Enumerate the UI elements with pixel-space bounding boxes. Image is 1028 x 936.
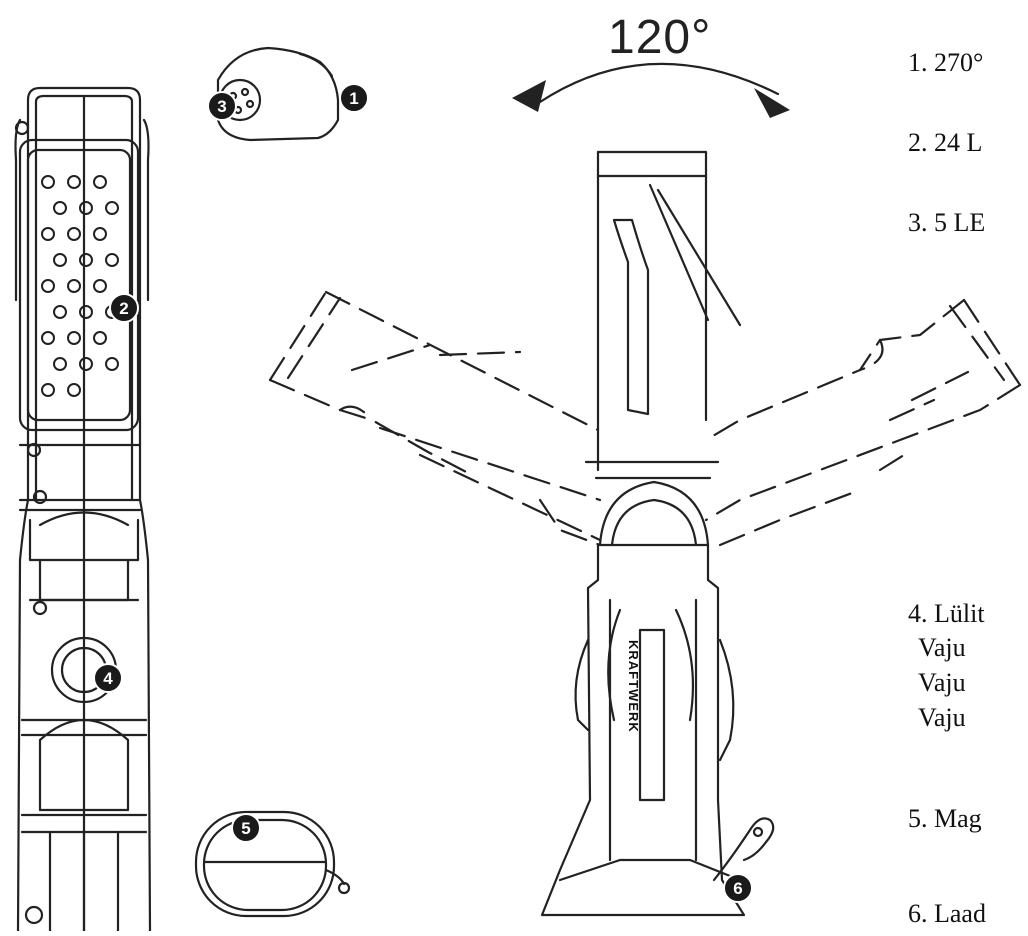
led-dot	[67, 175, 81, 189]
legend-item-5: 5. Mag	[908, 804, 982, 833]
led-dot	[105, 253, 119, 267]
legend-item-3: 3. 5 LE	[908, 208, 986, 237]
svg-text:4: 4	[103, 669, 113, 688]
magnet-detail	[194, 810, 351, 918]
led-dot	[79, 201, 93, 215]
led-dot	[67, 331, 81, 345]
brand-text: KRAFTWERK	[626, 640, 641, 733]
led-dot	[67, 383, 81, 397]
svg-text:1: 1	[349, 89, 358, 108]
led-dot	[79, 357, 93, 371]
legend-item-4-sub-2: Vaju	[918, 668, 966, 697]
led-dot	[53, 253, 67, 267]
callout-badges: 1 2 3 4 5 6	[93, 83, 753, 903]
led-dot	[53, 357, 67, 371]
rotation-arrowheads	[512, 80, 790, 118]
led-dot	[41, 383, 55, 397]
led-dot	[53, 201, 67, 215]
led-dot	[53, 305, 67, 319]
led-dot	[41, 175, 55, 189]
callout-1: 1	[339, 83, 369, 113]
led-dot	[93, 279, 107, 293]
led-dot	[79, 253, 93, 267]
svg-text:3: 3	[217, 97, 226, 116]
front-view	[14, 86, 152, 933]
led-dot	[41, 279, 55, 293]
svg-text:6: 6	[733, 879, 742, 898]
led-dot	[41, 227, 55, 241]
led-dot	[93, 331, 107, 345]
legend-item-1: 1. 270°	[908, 48, 984, 77]
callout-5: 5	[231, 813, 261, 843]
svg-text:2: 2	[119, 299, 128, 318]
led-dot	[93, 175, 107, 189]
led-dot	[105, 357, 119, 371]
svg-text:5: 5	[241, 819, 250, 838]
led-dot	[93, 227, 107, 241]
legend-item-4-sub-1: Vaju	[918, 633, 966, 662]
legend-item-6: 6. Laad	[908, 899, 986, 928]
side-view	[538, 62, 780, 917]
led-dot	[67, 279, 81, 293]
tilt-left-outline	[268, 290, 602, 547]
callout-4: 4	[93, 663, 123, 693]
callout-2: 2	[109, 293, 139, 323]
led-dot	[41, 331, 55, 345]
legend-item-4: 4. Lülit	[908, 599, 985, 628]
led-dot	[67, 227, 81, 241]
callout-6: 6	[723, 873, 753, 903]
led-array	[41, 175, 119, 397]
led-dot	[105, 201, 119, 215]
legend-item-2: 2. 24 L	[908, 128, 983, 157]
led-dot	[79, 305, 93, 319]
rotation-angle-label: 120°	[608, 11, 712, 64]
tilt-right-outline	[704, 298, 1022, 547]
legend-item-4-sub-3: Vaju	[918, 703, 966, 732]
head-detail	[216, 46, 340, 142]
callout-3: 3	[207, 91, 237, 121]
